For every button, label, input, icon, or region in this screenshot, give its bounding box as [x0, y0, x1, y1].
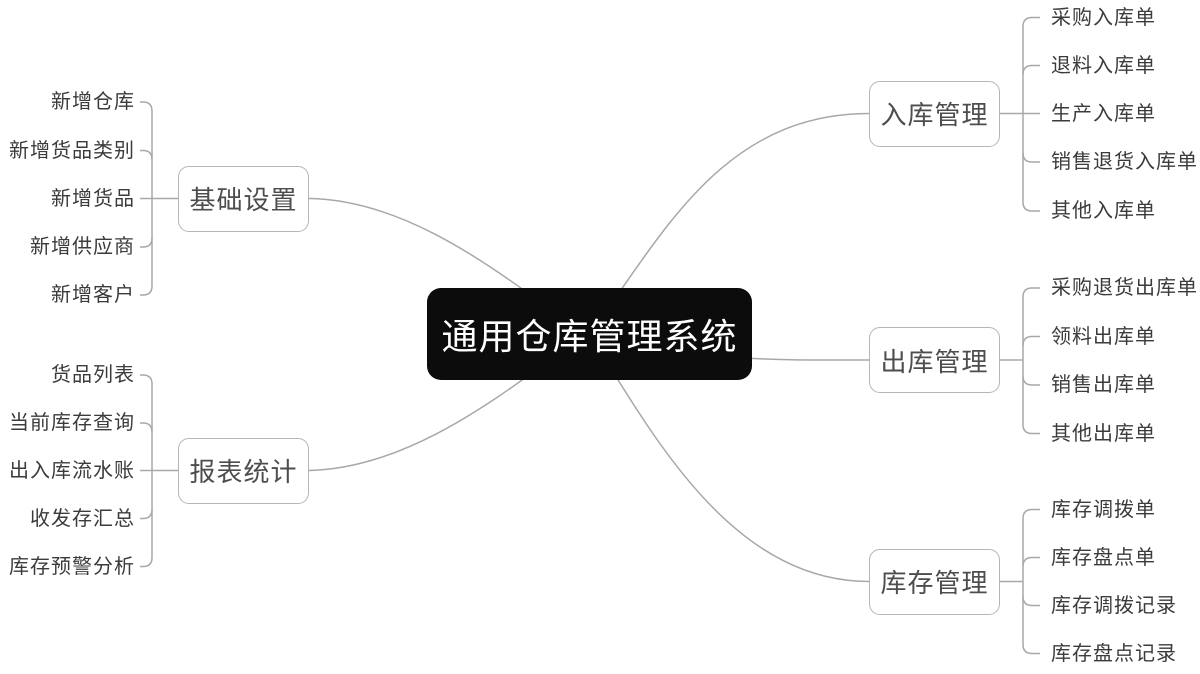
branch-topic-basic-settings[interactable]: 基础设置: [178, 165, 309, 232]
leaf-topic[interactable]: 当前库存查询: [9, 412, 135, 434]
leaf-topic[interactable]: 新增仓库: [51, 91, 135, 113]
leaf-topic[interactable]: 采购退货出库单: [1051, 277, 1198, 299]
connector: [1022, 335, 1040, 346]
connector: [1022, 287, 1040, 298]
connector: [1022, 508, 1040, 519]
leaf-topic[interactable]: 新增货品类别: [9, 139, 135, 162]
leaf-topic[interactable]: 新增客户: [51, 284, 135, 306]
leaf-topic[interactable]: 新增供应商: [30, 236, 135, 258]
leaf-topic[interactable]: 采购入库单: [1051, 6, 1156, 29]
connector: [1022, 424, 1040, 435]
leaf-topic[interactable]: 收发存汇总: [30, 507, 135, 530]
connector: [1022, 644, 1040, 655]
leaf-topic[interactable]: 出入库流水账: [9, 459, 135, 482]
leaf-topic[interactable]: 其他入库单: [1051, 200, 1156, 222]
leaf-topic[interactable]: 其他出库单: [1051, 422, 1156, 445]
connector: [140, 101, 153, 112]
connector: [1022, 596, 1040, 607]
leaf-topic[interactable]: 退料入库单: [1051, 54, 1156, 77]
connector: [140, 509, 153, 520]
leaf-topic[interactable]: 库存预警分析: [9, 555, 135, 578]
connector: [1022, 201, 1040, 212]
connector: [140, 374, 153, 385]
branch-topic-outbound-management[interactable]: 出库管理: [869, 327, 1000, 393]
branch-topic-report-statistics[interactable]: 报表统计: [178, 437, 309, 504]
leaf-topic[interactable]: 库存盘点单: [1051, 546, 1156, 569]
connector: [140, 237, 153, 248]
connector: [1022, 16, 1040, 27]
leaf-topic[interactable]: 新增货品: [51, 187, 135, 210]
leaf-topic[interactable]: 领料出库单: [1051, 325, 1156, 348]
connector: [140, 149, 153, 160]
leaf-topic[interactable]: 货品列表: [51, 364, 135, 386]
leaf-topic[interactable]: 销售出库单: [1051, 374, 1156, 396]
connector: [1022, 375, 1040, 386]
connector: [1022, 152, 1040, 163]
leaf-topic[interactable]: 库存调拨记录: [1051, 594, 1177, 617]
root-topic[interactable]: 通用仓库管理系统: [427, 288, 752, 380]
branch-topic-inventory-management[interactable]: 库存管理: [869, 548, 1000, 615]
connector: [1022, 556, 1040, 567]
connector: [140, 557, 153, 568]
branch-topic-inbound-management[interactable]: 入库管理: [869, 80, 1000, 147]
connector: [140, 285, 153, 296]
leaf-topic[interactable]: 库存调拨单: [1051, 498, 1156, 521]
leaf-topic[interactable]: 销售退货入库单: [1051, 151, 1198, 173]
connector: [140, 422, 153, 433]
leaf-topic[interactable]: 库存盘点记录: [1051, 642, 1177, 665]
connector: [1022, 64, 1040, 75]
leaf-topic[interactable]: 生产入库单: [1051, 102, 1156, 125]
